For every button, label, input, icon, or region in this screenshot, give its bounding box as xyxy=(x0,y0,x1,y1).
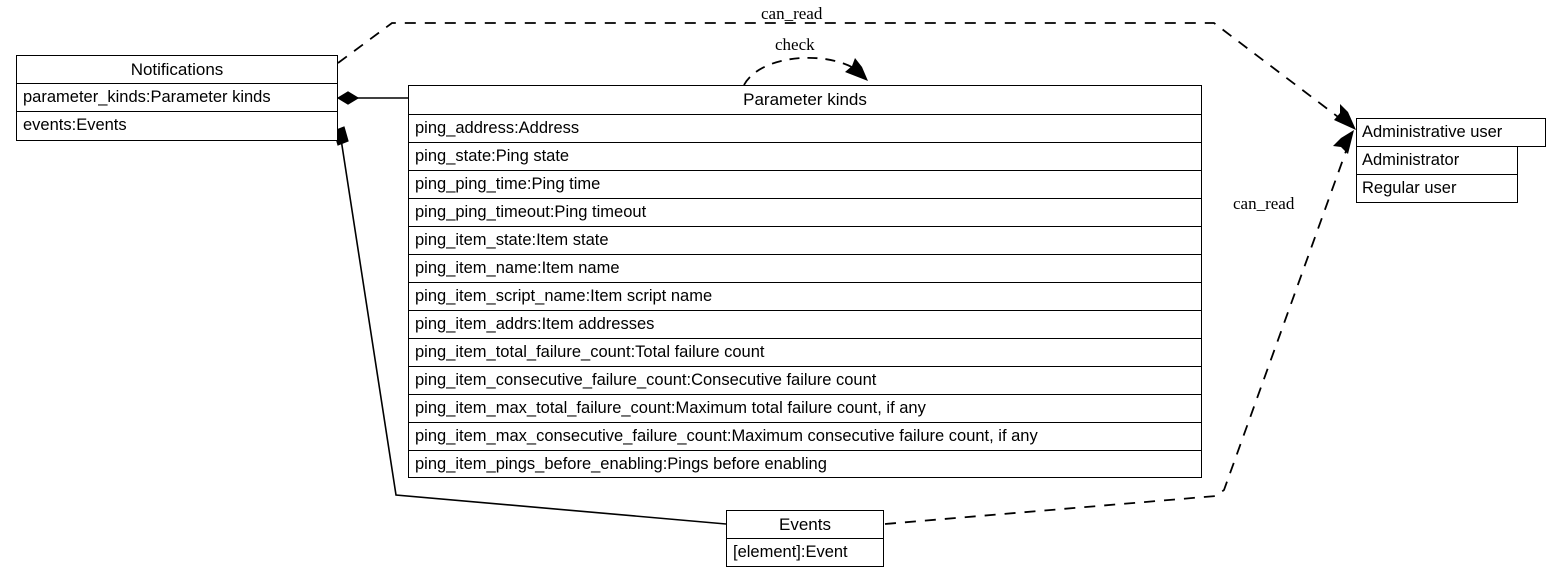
class-attribute-row: [element]:Event xyxy=(733,543,848,561)
class-attribute-row: ping_address:Address xyxy=(409,115,1201,143)
class-attribute-row: ping_item_addrs:Item addresses xyxy=(409,311,1201,339)
class-attribute-row: ping_item_name:Item name xyxy=(409,255,1201,283)
class-attribute-row: ping_item_consecutive_failure_count:Cons… xyxy=(409,367,1201,395)
edge-label-can-read-top: can_read xyxy=(761,4,823,23)
class-title-parameter-kinds: Parameter kinds xyxy=(409,86,1201,115)
class-box-notifications[interactable]: Notifications parameter_kinds:Parameter … xyxy=(16,55,338,141)
class-attribute-row: ping_item_max_consecutive_failure_count:… xyxy=(409,423,1201,451)
class-attribute-row: Administrator xyxy=(1356,147,1518,175)
edge-check xyxy=(743,56,863,86)
class-box-administrative-user[interactable]: Administrative user Administrator Regula… xyxy=(1356,118,1546,203)
arrowhead-check xyxy=(845,58,868,81)
arrowhead-can-read-top xyxy=(1334,104,1356,130)
edge-label-can-read-bottom: can_read xyxy=(1233,194,1295,213)
arrowhead-can-read-bottom xyxy=(1333,130,1354,154)
class-attribute-row: ping_state:Ping state xyxy=(409,143,1201,171)
class-title-events: Events xyxy=(727,511,883,539)
class-attribute-row: Regular user xyxy=(1356,175,1518,203)
edge-composition-events xyxy=(340,138,727,525)
edge-can-read-bottom xyxy=(884,139,1351,525)
class-attribute-row: ping_item_pings_before_enabling:Pings be… xyxy=(415,455,827,473)
class-attribute-row: ping_item_state:Item state xyxy=(409,227,1201,255)
class-title-administrative-user: Administrative user xyxy=(1356,118,1546,147)
class-box-parameter-kinds[interactable]: Parameter kinds ping_address:Address pin… xyxy=(408,85,1202,478)
class-attribute-row: ping_item_total_failure_count:Total fail… xyxy=(409,339,1201,367)
class-attribute-row: ping_ping_timeout:Ping timeout xyxy=(409,199,1201,227)
edge-label-check: check xyxy=(775,35,815,54)
class-attribute-row: events:Events xyxy=(23,116,127,134)
class-box-events[interactable]: Events [element]:Event xyxy=(726,510,884,567)
diamond-parameter-kinds xyxy=(336,91,360,105)
class-attribute-row: ping_ping_time:Ping time xyxy=(409,171,1201,199)
class-attribute-row: parameter_kinds:Parameter kinds xyxy=(17,84,337,112)
class-attribute-row: ping_item_script_name:Item script name xyxy=(409,283,1201,311)
class-title-notifications: Notifications xyxy=(17,56,337,84)
class-attribute-row: ping_item_max_total_failure_count:Maximu… xyxy=(409,395,1201,423)
